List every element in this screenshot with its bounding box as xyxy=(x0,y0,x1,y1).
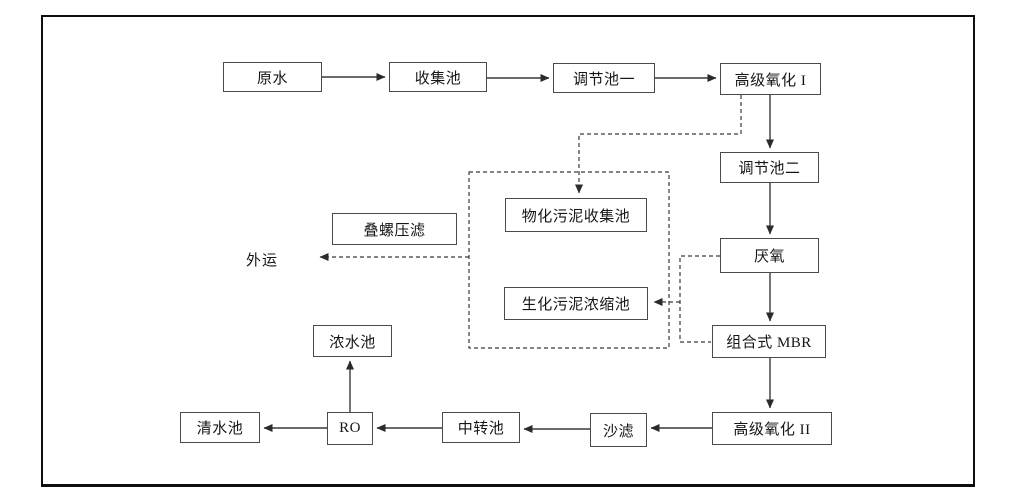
node-advanced-oxidation-2: 高级氧化 II xyxy=(712,412,832,445)
node-biochemical-sludge-thickening-pool: 生化污泥浓缩池 xyxy=(504,287,648,320)
dashed-anaerobic-mbr-junction xyxy=(679,255,720,343)
sludge-group-dashed-box xyxy=(468,171,670,349)
node-regulation-pool-1: 调节池一 xyxy=(553,63,655,93)
node-physicochemical-sludge-collection-pool: 物化污泥收集池 xyxy=(505,198,647,232)
node-combined-mbr: 组合式 MBR xyxy=(712,325,826,358)
outbound-transport-label: 外运 xyxy=(246,253,279,269)
outer-frame xyxy=(41,15,975,487)
node-transfer-pool: 中转池 xyxy=(442,412,520,443)
node-anaerobic: 厌氧 xyxy=(720,238,819,273)
node-ro: RO xyxy=(327,412,373,445)
node-clean-water-pool: 清水池 xyxy=(180,412,260,443)
node-collection-pool: 收集池 xyxy=(389,62,487,92)
node-advanced-oxidation-1: 高级氧化 I xyxy=(720,63,821,95)
node-raw-water: 原水 xyxy=(223,62,322,92)
node-regulation-pool-2: 调节池二 xyxy=(720,152,819,183)
node-sand-filter: 沙滤 xyxy=(590,413,647,447)
dashed-oxidation1-to-physicochemical xyxy=(575,95,742,194)
node-screw-press-filter: 叠螺压滤 xyxy=(332,213,457,245)
node-concentrated-water-pool: 浓水池 xyxy=(313,325,392,357)
